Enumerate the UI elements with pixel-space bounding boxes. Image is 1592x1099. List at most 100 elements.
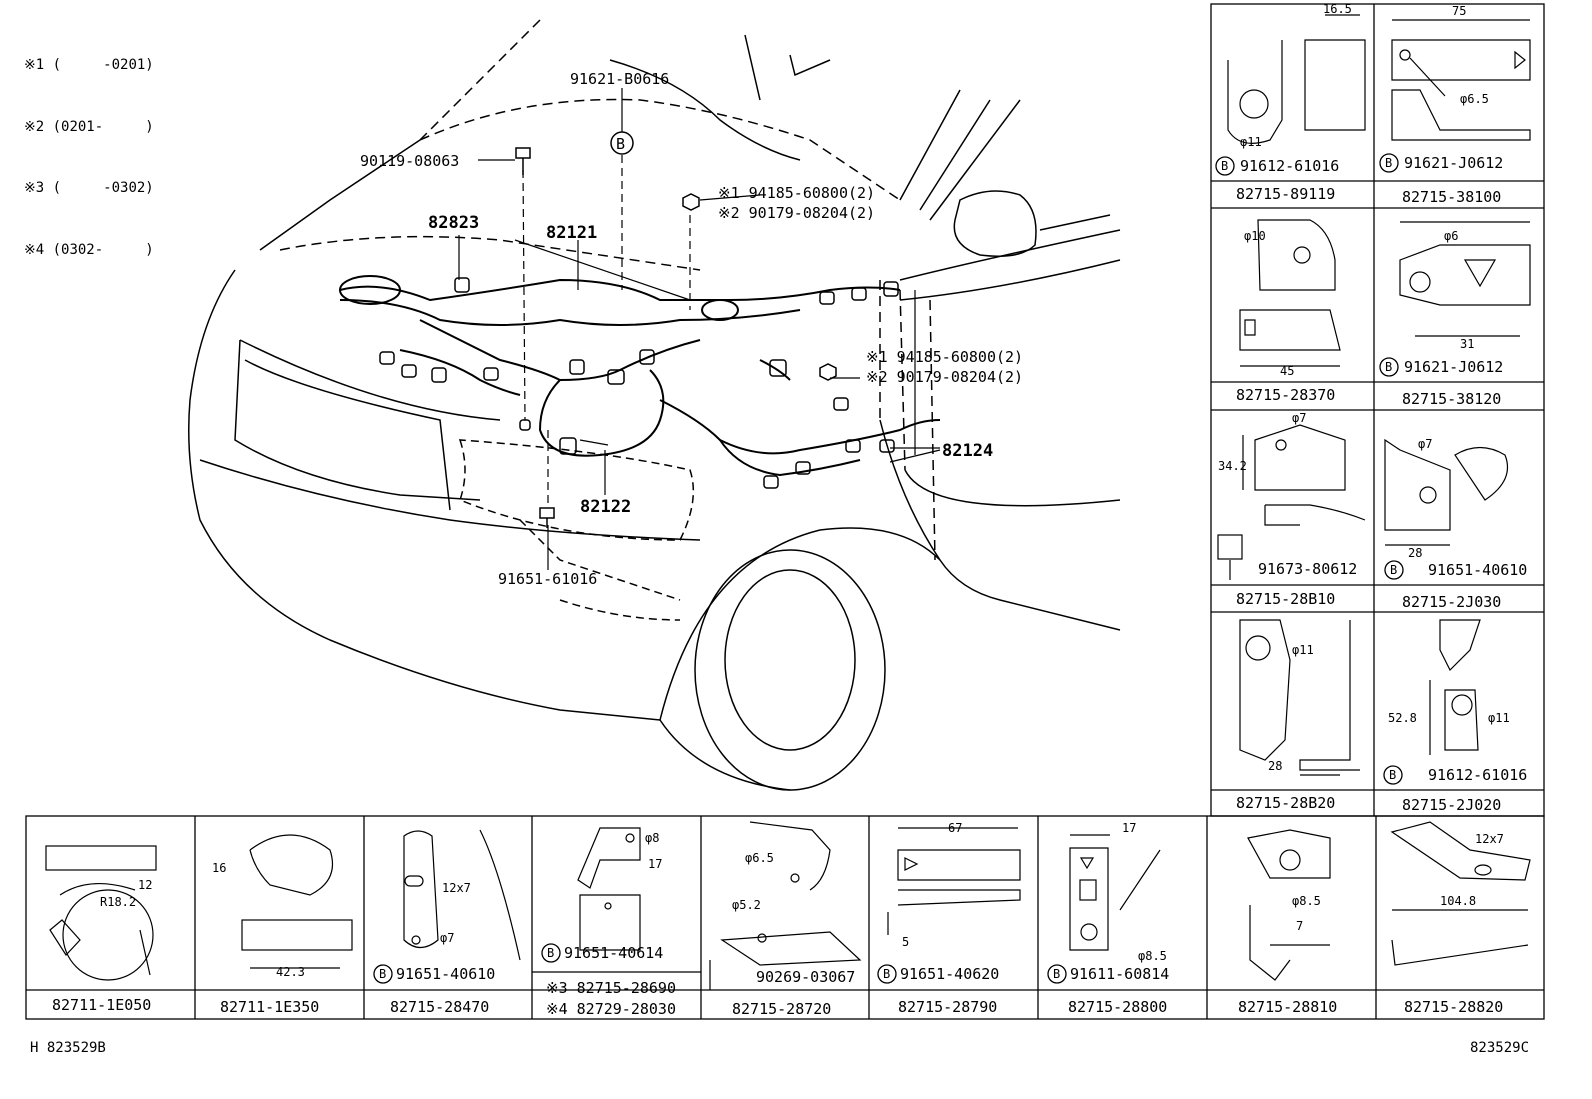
rp2-dim-a: 75 — [1452, 4, 1466, 18]
bp3-part: 82715-28470 — [390, 998, 489, 1016]
bp5-dim-b: φ5.2 — [732, 898, 761, 912]
legend-line-4: ※4 (0302- ) — [24, 241, 154, 258]
svg-text:B: B — [616, 135, 625, 153]
rp2-part: 82715-38100 — [1402, 188, 1501, 206]
bp6-dim-b: 5 — [902, 935, 909, 949]
label-82124: 82124 — [942, 441, 993, 461]
rp4-bolt: 91621-J0612 — [1404, 358, 1503, 376]
rp2-bolt: 91621-J0612 — [1404, 154, 1503, 172]
rp2-dim-b: φ6.5 — [1460, 92, 1489, 106]
fastener-symbols — [515, 147, 837, 528]
rp7-dim-b: 28 — [1268, 759, 1282, 773]
label-90119-08063: 90119-08063 — [360, 152, 459, 170]
rp6-dim-b: 28 — [1408, 546, 1422, 560]
label-91621-B0616: 91621-B0616 — [570, 70, 669, 88]
bp4-dim-b: 17 — [648, 857, 662, 871]
rp8-bolt: 91612-61016 — [1428, 766, 1527, 784]
rp8-dim-b: φ11 — [1488, 711, 1510, 725]
rp4-part: 82715-38120 — [1402, 390, 1501, 408]
rp1-part: 82715-89119 — [1236, 185, 1335, 203]
bp9-dim-a: 12x7 — [1475, 832, 1504, 846]
bp9-dim-b: 104.8 — [1440, 894, 1476, 908]
label-82122: 82122 — [580, 497, 631, 517]
svg-text:B: B — [1053, 967, 1060, 981]
svg-text:B: B — [547, 946, 554, 960]
variant-legend: ※1 ( -0201) ※2 (0201- ) ※3 ( -0302) ※4 (… — [24, 14, 154, 281]
bp5-dim-a: φ6.5 — [745, 851, 774, 865]
bp8-dim-b: 7 — [1296, 919, 1303, 933]
svg-text:B: B — [1389, 768, 1396, 782]
bp5-bolt: 90269-03067 — [756, 968, 855, 986]
bp1-dim-b: R18.2 — [100, 895, 136, 909]
harness-connectors — [379, 277, 899, 489]
label-82121: 82121 — [546, 223, 597, 243]
rp1-dim-a: 16.5 — [1323, 2, 1352, 16]
rp3-dim-a: φ10 — [1244, 229, 1266, 243]
right-b-circles — [1215, 153, 1404, 785]
note-2-mid: ※2 90179-08204(2) — [866, 368, 1023, 386]
svg-text:B: B — [1385, 156, 1392, 170]
rp3-part: 82715-28370 — [1236, 386, 1335, 404]
bp4-bolt: 91651-40614 — [564, 944, 663, 962]
svg-text:B: B — [883, 967, 890, 981]
note-2-top: ※2 90179-08204(2) — [718, 204, 875, 222]
rp7-dim-a: φ11 — [1292, 643, 1314, 657]
footer-right-code: 823529C — [1470, 1040, 1530, 1056]
vehicle-outline — [188, 19, 1121, 791]
rp6-part: 82715-2J030 — [1402, 593, 1501, 611]
rp1-bolt: 91612-61016 — [1240, 157, 1339, 175]
rp6-dim-a: φ7 — [1418, 437, 1432, 451]
rp6-bolt: 91651-40610 — [1428, 561, 1527, 579]
bottom-panel-sketches — [45, 821, 1531, 990]
rp5-part: 82715-28B10 — [1236, 590, 1335, 608]
rp5-dim-b: 34.2 — [1218, 459, 1247, 473]
bp7-part: 82715-28800 — [1068, 998, 1167, 1016]
label-91651-61016: 91651-61016 — [498, 570, 597, 588]
bp3-bolt: 91651-40610 — [396, 965, 495, 983]
legend-line-1: ※1 ( -0201) — [24, 57, 154, 73]
footer-left-code: H 823529B — [30, 1040, 106, 1056]
bp7-dim-b: φ8.5 — [1138, 949, 1167, 963]
svg-text:B: B — [379, 967, 386, 981]
bp8-dim-a: φ8.5 — [1292, 894, 1321, 908]
leader-lines — [458, 88, 941, 570]
note-1-mid: ※1 94185-60800(2) — [866, 348, 1023, 366]
svg-text:B: B — [1385, 360, 1392, 374]
rp3-dim-b: 45 — [1280, 364, 1294, 378]
bp1-dim-a: 12 — [138, 878, 152, 892]
wire-harness — [339, 275, 941, 477]
rp4-dim-b: 31 — [1460, 337, 1474, 351]
bp2-part: 82711-1E350 — [220, 998, 319, 1016]
bp4-dim-a: φ8 — [645, 831, 659, 845]
svg-text:B: B — [1390, 563, 1397, 577]
rp5-dim-a: φ7 — [1292, 411, 1306, 425]
rp7-part: 82715-28B20 — [1236, 794, 1335, 812]
rp4-dim-a: φ6 — [1444, 229, 1458, 243]
bottom-panel-grid — [25, 815, 1545, 1020]
bp6-dim-a: 67 — [948, 821, 962, 835]
bp3-dim-b: φ7 — [440, 931, 454, 945]
legend-line-3: ※3 ( -0302) — [24, 180, 154, 196]
bp1-part: 82711-1E050 — [52, 996, 151, 1014]
label-82823: 82823 — [428, 213, 479, 233]
bp2-dim-a: 16 — [212, 861, 226, 875]
bp5-part: 82715-28720 — [732, 1000, 831, 1018]
bp4-part-b: ※4 82729-28030 — [546, 1000, 676, 1018]
legend-line-2: ※2 (0201- ) — [24, 118, 154, 135]
right-panel-sketches — [1217, 14, 1531, 776]
bottom-b-letters: B B B B — [379, 946, 1060, 981]
right-b-letters: B B B B B — [1221, 156, 1397, 782]
bp8-part: 82715-28810 — [1238, 998, 1337, 1016]
bp6-bolt: 91651-40620 — [900, 965, 999, 983]
rp8-dim-a: 52.8 — [1388, 711, 1417, 725]
bottom-b-circles — [373, 943, 1067, 984]
bp9-part: 82715-28820 — [1404, 998, 1503, 1016]
rp8-part: 82715-2J020 — [1402, 796, 1501, 814]
bp4-part-a: ※3 82715-28690 — [546, 979, 676, 997]
bp6-part: 82715-28790 — [898, 998, 997, 1016]
b-marker-main: B — [610, 131, 634, 155]
bp2-dim-b: 42.3 — [276, 965, 305, 979]
rp5-bolt: 91673-80612 — [1258, 560, 1357, 578]
svg-text:B: B — [1221, 159, 1228, 173]
